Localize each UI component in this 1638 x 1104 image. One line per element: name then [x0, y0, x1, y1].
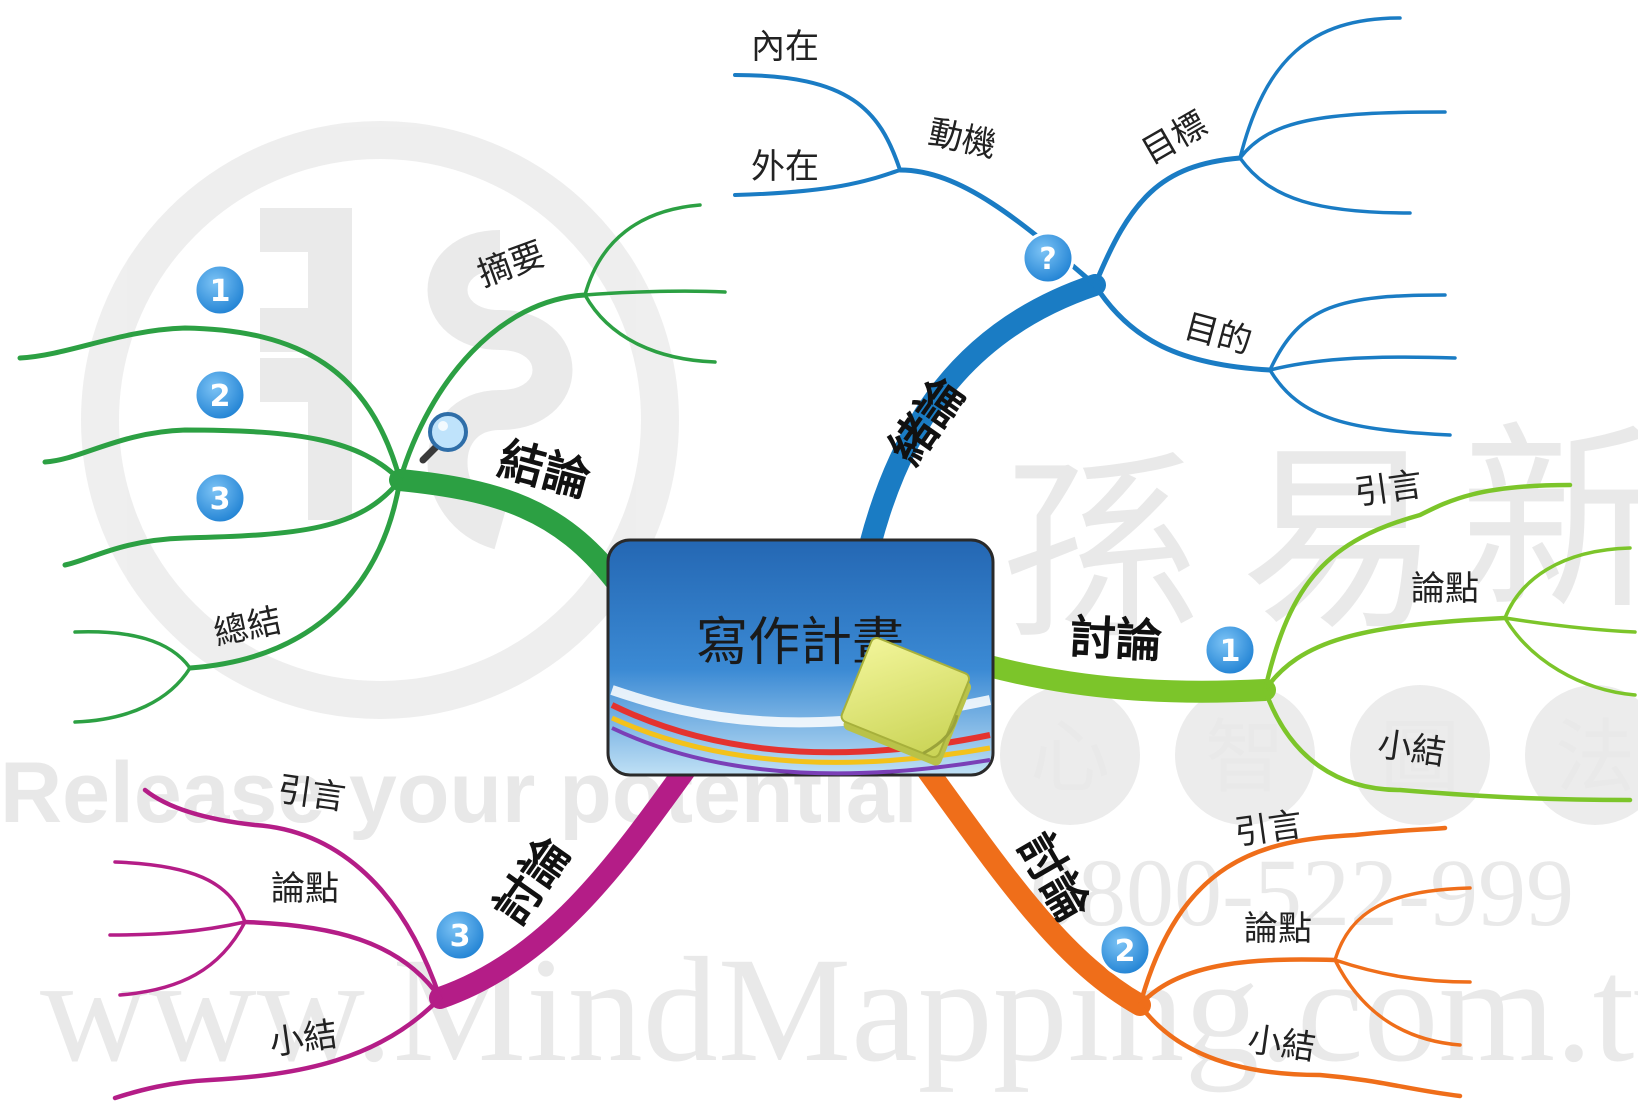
central-swoosh-purple	[611, 726, 991, 776]
number-2-icon	[193, 368, 247, 422]
number-2-icon	[1098, 923, 1152, 977]
watermark-circle-1: 心	[1030, 711, 1110, 804]
badge-discussion-3[interactable]: 3	[433, 908, 487, 962]
badge-conclusion-point-1[interactable]: 1	[193, 263, 247, 317]
label-d3-intro: 引言	[275, 770, 348, 819]
question-icon	[1021, 231, 1075, 285]
branch-intro[interactable]	[733, 16, 1457, 556]
badge-discussion-1-text: 1	[1220, 634, 1241, 669]
branch-discussion-1[interactable]	[974, 482, 1637, 803]
label-purpose: 目的	[1180, 306, 1256, 362]
number-1-icon	[193, 263, 247, 317]
watermark-circle-4: 法	[1555, 711, 1635, 804]
label-motivation-internal: 內在	[751, 27, 819, 67]
number-3-icon	[193, 471, 247, 525]
branch-conclusion[interactable]	[17, 203, 727, 724]
label-d1-point: 論點	[1411, 569, 1479, 609]
label-d1-intro: 引言	[1352, 465, 1425, 514]
label-d2-intro: 引言	[1232, 805, 1305, 854]
label-motivation-external: 外在	[751, 147, 819, 187]
watermark-cjk-2: 易	[1240, 425, 1440, 658]
watermark: 孫 易 新 心 智 圖 法 Release your potential 080…	[0, 121, 1638, 1093]
label-d3-summary: 小結	[267, 1015, 340, 1064]
label-d1-summary: 小結	[1375, 725, 1448, 774]
label-d2-point: 論點	[1244, 909, 1312, 949]
number-1-icon	[1203, 623, 1257, 677]
label-motivation: 動機	[925, 113, 1000, 166]
sticky-note-icon[interactable]	[837, 636, 975, 767]
number-3-icon	[433, 908, 487, 962]
badge-conclusion-1-text: 1	[210, 274, 231, 309]
watermark-circle-2: 智	[1205, 711, 1285, 804]
watermark-cjk-3: 新	[1460, 405, 1638, 638]
badge-conclusion-3-text: 3	[210, 482, 231, 517]
badge-conclusion-point-3[interactable]: 3	[193, 471, 247, 525]
watermark-url: www.MindMapping.com.tw	[40, 927, 1638, 1093]
watermark-logo-ring	[81, 121, 679, 719]
badge-discussion-1[interactable]: 1	[1203, 623, 1257, 677]
badge-question-text: ?	[1039, 242, 1056, 277]
watermark-logo-curve	[427, 230, 573, 550]
badge-conclusion-point-2[interactable]: 2	[193, 368, 247, 422]
badge-conclusion-2-text: 2	[210, 379, 231, 414]
branch-label-discussion-1: 討論	[1068, 610, 1163, 669]
watermark-logo-glyph	[260, 208, 352, 520]
label-conclusion-summary: 總結	[210, 601, 285, 654]
badge-discussion-2-text: 2	[1115, 934, 1136, 969]
badge-discussion-2[interactable]: 2	[1098, 923, 1152, 977]
badge-discussion-3-text: 3	[450, 919, 471, 954]
label-d2-summary: 小結	[1245, 1020, 1318, 1069]
badge-question[interactable]: ?	[1021, 231, 1075, 285]
branch-discussion-3[interactable]	[108, 759, 696, 1101]
magnifier-icon[interactable]	[419, 412, 468, 464]
watermark-cjk-1: 孫	[1000, 435, 1200, 668]
label-d3-point: 論點	[271, 869, 339, 909]
watermark-circle-row: 心 智 圖 法	[1000, 685, 1638, 825]
branch-discussion-2[interactable]	[909, 749, 1472, 1099]
